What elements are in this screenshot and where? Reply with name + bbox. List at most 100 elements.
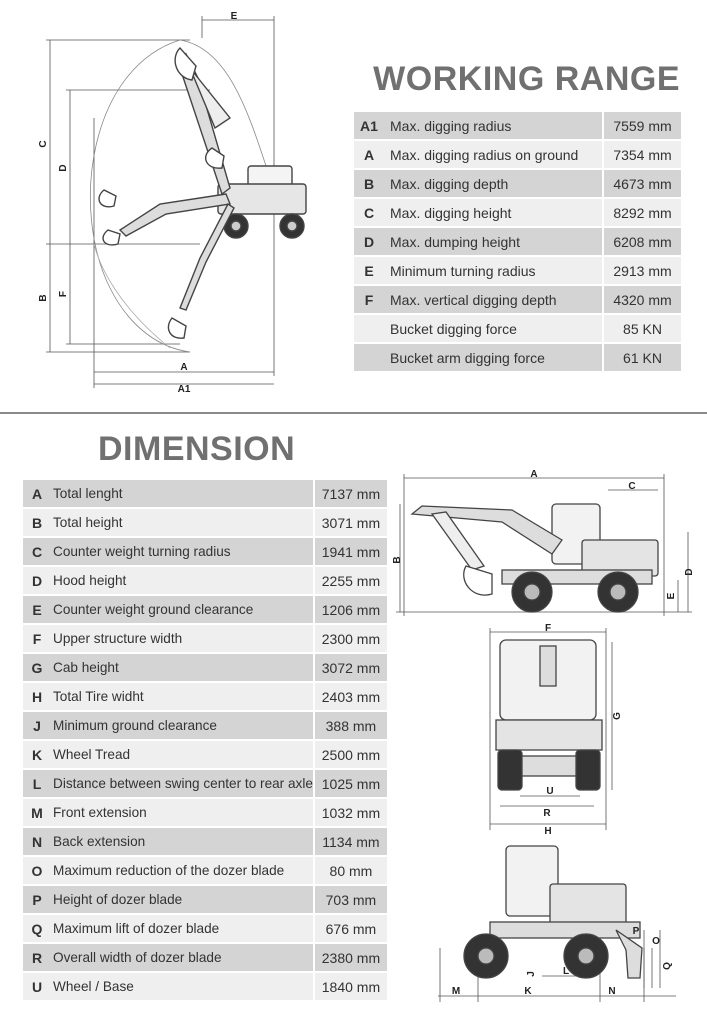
label-c: C: [38, 140, 49, 147]
row-value: 2913 mm: [602, 257, 681, 286]
label-rear-n: N: [608, 986, 615, 997]
row-label: Maximum lift of dozer blade: [51, 915, 313, 944]
row-label: Wheel Tread: [51, 741, 313, 770]
row-value: 7137 mm: [312, 480, 387, 509]
label-side-a: A: [530, 470, 537, 480]
row-code: F: [354, 286, 384, 315]
row-value: 2380 mm: [312, 944, 387, 973]
row-value: 6208 mm: [602, 228, 681, 257]
row-value: 8292 mm: [602, 199, 681, 228]
row-value: 1032 mm: [312, 799, 387, 828]
label-rear-o: O: [652, 936, 660, 947]
row-label: Total Tire widht: [51, 683, 313, 712]
row-code: E: [354, 257, 384, 286]
row-label: Hood height: [51, 567, 313, 596]
row-value: 2403 mm: [312, 683, 387, 712]
row-code: Q: [23, 915, 51, 944]
row-code: N: [23, 828, 51, 857]
row-value: 3071 mm: [312, 509, 387, 538]
row-code: A: [23, 480, 51, 509]
row-label: Maximum reduction of the dozer blade: [51, 857, 313, 886]
label-front-u: U: [546, 786, 553, 797]
row-label: Max. vertical digging depth: [384, 286, 602, 315]
row-value: 7559 mm: [602, 112, 681, 141]
row-code: D: [23, 567, 51, 596]
row-label: Wheel / Base: [51, 973, 313, 1002]
row-label: Counter weight ground clearance: [51, 596, 313, 625]
row-label: Back extension: [51, 828, 313, 857]
label-front-f: F: [545, 623, 551, 634]
row-code: C: [23, 538, 51, 567]
row-value: 3072 mm: [312, 654, 387, 683]
row-code: D: [354, 228, 384, 257]
label-e: E: [231, 11, 238, 22]
row-value: 4320 mm: [602, 286, 681, 315]
label-rear-j: J: [526, 971, 537, 977]
row-label: Front extension: [51, 799, 313, 828]
row-code: B: [23, 509, 51, 538]
row-label: Counter weight turning radius: [51, 538, 313, 567]
row-value: 80 mm: [312, 857, 387, 886]
row-code: F: [23, 625, 51, 654]
row-code: K: [23, 741, 51, 770]
row-code: U: [23, 973, 51, 1002]
working-range-title: WORKING RANGE: [373, 60, 680, 98]
row-label: Upper structure width: [51, 625, 313, 654]
label-side-e: E: [666, 592, 677, 599]
row-code: C: [354, 199, 384, 228]
row-label: Cab height: [51, 654, 313, 683]
row-code: R: [23, 944, 51, 973]
front-view-diagram: F G U R H: [489, 623, 623, 835]
section-divider: [0, 412, 707, 414]
row-code: P: [23, 886, 51, 915]
row-value: 1025 mm: [312, 770, 387, 799]
side-view-diagram: A C B D E: [392, 470, 695, 616]
row-code: E: [23, 596, 51, 625]
label-a: A: [180, 362, 187, 373]
label-front-h: H: [544, 826, 551, 835]
row-value: 1134 mm: [312, 828, 387, 857]
row-code: O: [23, 857, 51, 886]
label-rear-p: P: [633, 926, 640, 937]
row-value: 2500 mm: [312, 741, 387, 770]
row-label: Overall width of dozer blade: [51, 944, 313, 973]
row-code: A1: [354, 112, 384, 141]
label-rear-q: Q: [662, 962, 673, 970]
label-rear-k: K: [524, 986, 532, 997]
row-code: A: [354, 141, 384, 170]
label-side-d: D: [684, 568, 695, 575]
label-side-c: C: [628, 481, 635, 492]
row-value: 1206 mm: [312, 596, 387, 625]
row-code: J: [23, 712, 51, 741]
row-label: Height of dozer blade: [51, 886, 313, 915]
row-label: Max. dumping height: [384, 228, 602, 257]
row-code: [354, 344, 384, 373]
row-value: 85 KN: [602, 315, 681, 344]
label-rear-l: L: [563, 966, 569, 977]
row-code: M: [23, 799, 51, 828]
row-label: Bucket arm digging force: [384, 344, 602, 373]
row-value: 388 mm: [312, 712, 387, 741]
label-a1: A1: [178, 384, 191, 395]
row-label: Max. digging radius on ground: [384, 141, 602, 170]
label-rear-m: M: [452, 986, 460, 997]
row-code: H: [23, 683, 51, 712]
